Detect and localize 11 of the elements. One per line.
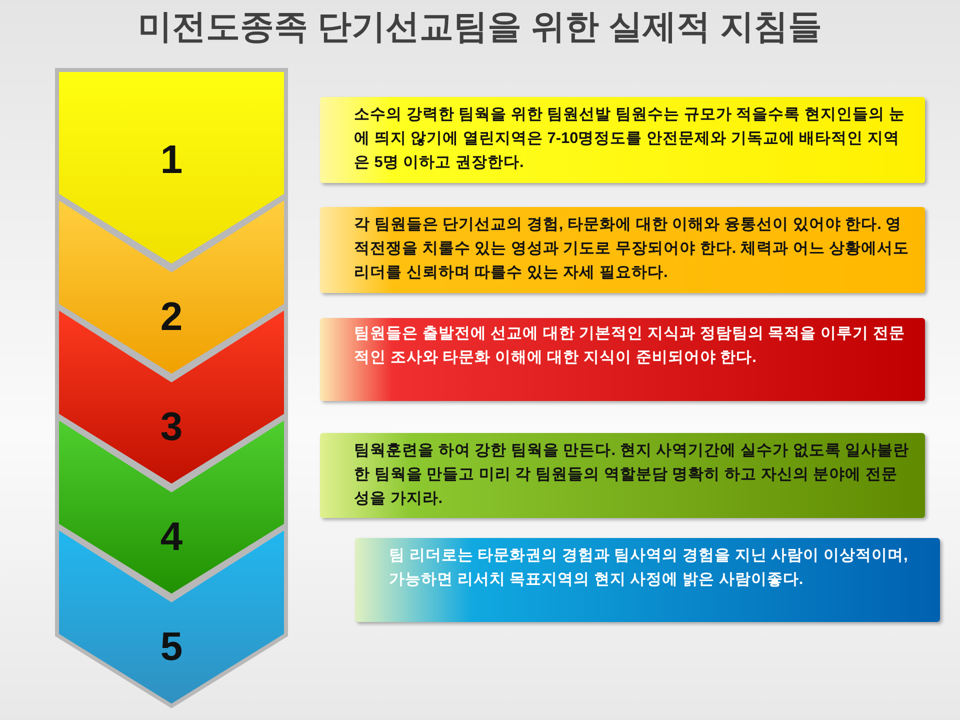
step-number: 4 [159, 515, 184, 560]
guideline-box: 각 팀원들은 단기선교의 경험, 타문화에 대한 이해와 융통선이 있어야 한다. 영적전쟁을 치룰수 있는 영성과 기도로 무장되어야 한다. 체력과 어느 상황에서도 리더를 신뢰하며 따를수 있는 자세 필요하다. [320, 207, 925, 293]
guideline-box: 팀웍훈련을 하여 강한 팀웍을 만든다. 현지 사역기간에 실수가 없도록 일사불란한 팀웍을 만들고 미리 각 팀원들의 역할분담 명확히 하고 자신의 분야에 전문성을 가지라. [320, 433, 925, 518]
step-number: 2 [159, 295, 184, 340]
step-number: 5 [159, 625, 184, 670]
step-number: 3 [159, 405, 184, 450]
guideline-box: 팀 리더로는 타문화권의 경험과 팀사역의 경험을 지닌 사람이 이상적이며, 가능하면 리서치 목표지역의 현지 사정에 밝은 사람이좋다. [355, 538, 940, 622]
guideline-box: 소수의 강력한 팀웍을 위한 팀원선발 팀원수는 규모가 적을수록 현지인들의 눈에 띄지 않기에 열린지역은 7-10명정도를 안전문제와 기독교에 배타적인 지역은 5명 이하고 권장한다. [320, 97, 925, 183]
step-number: 1 [159, 138, 184, 183]
title: 미전도종족 단기선교팀을 위한 실제적 지침들 [137, 7, 823, 48]
guideline-box: 팀원들은 출발전에 선교에 대한 기본적인 지식과 정탐팀의 목적을 이루기 전문적인 조사와 타문화 이해에 대한 지식이 준비되어야 한다. [320, 318, 925, 401]
